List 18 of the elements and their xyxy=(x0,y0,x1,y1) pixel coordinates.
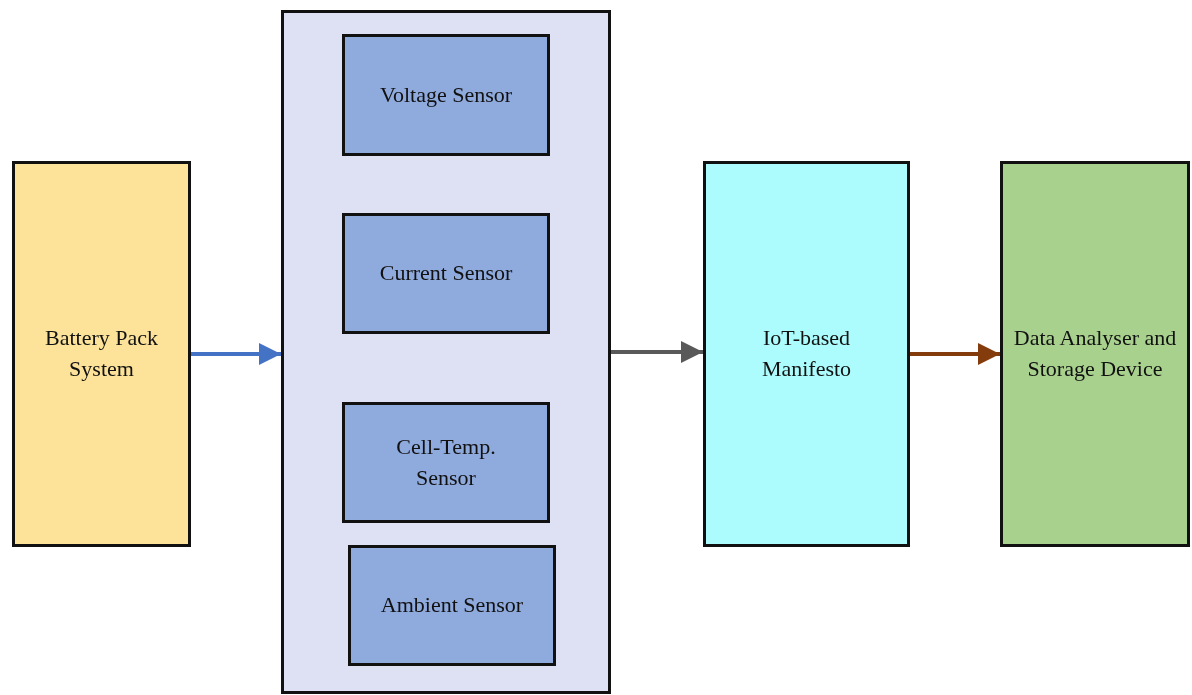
arrow xyxy=(910,343,1000,365)
sensor-group-panel xyxy=(281,10,611,694)
sensor-box xyxy=(348,545,556,666)
node-label: Battery Pack System xyxy=(44,324,159,383)
node-label: Cell-Temp. Sensor xyxy=(395,432,497,492)
node-label: Current Sensor xyxy=(378,259,514,288)
storage-box xyxy=(1000,161,1190,547)
node-label: IoT-based Manifesto xyxy=(760,324,853,383)
arrow xyxy=(191,343,281,365)
node-label: Data Analyser and Storage Device xyxy=(1012,324,1178,383)
sensor-box xyxy=(342,402,550,523)
process-box xyxy=(703,161,910,547)
arrow xyxy=(611,341,703,363)
node-label: Ambient Sensor xyxy=(379,591,525,620)
source-box xyxy=(12,161,191,547)
node-label: Voltage Sensor xyxy=(378,80,514,109)
sensor-box xyxy=(342,34,550,156)
sensor-box xyxy=(342,213,550,334)
